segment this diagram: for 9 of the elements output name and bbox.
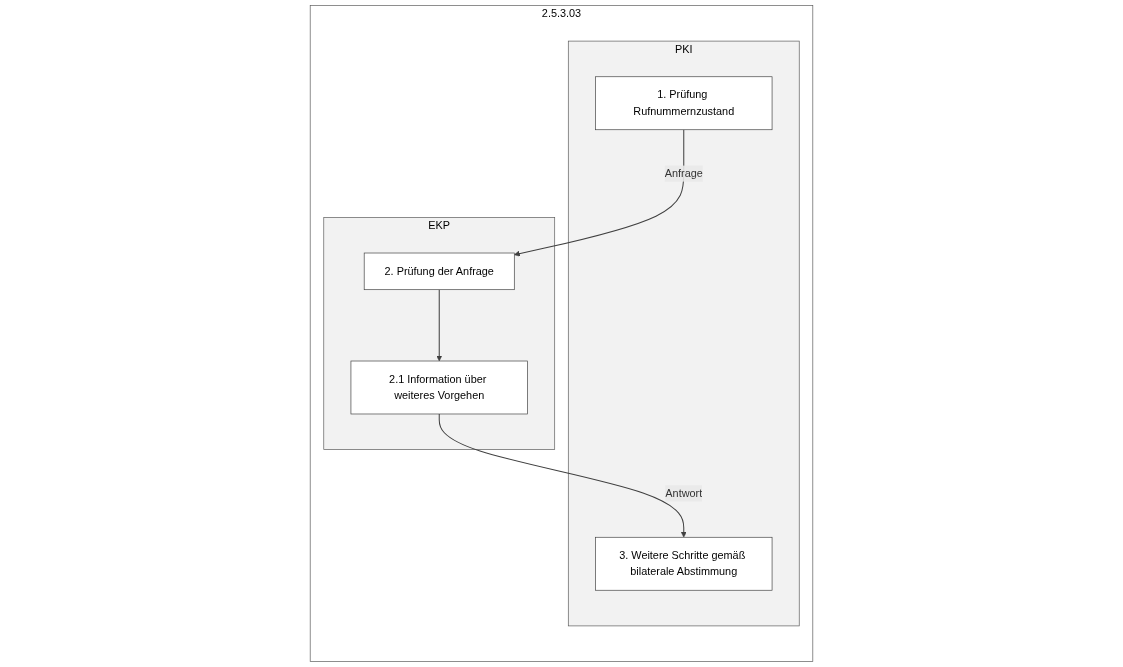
node-box: 2. Prüfung der Anfrage bbox=[363, 252, 515, 291]
edge-label: Anfrage bbox=[664, 167, 703, 179]
node-box: 3. Weitere Schritte gemäß bilaterale Abstimmung bbox=[595, 536, 773, 591]
node-box: 1. Prüfung Rufnummernzustand bbox=[595, 76, 773, 131]
arrow bbox=[438, 413, 687, 538]
arrow bbox=[514, 129, 685, 257]
edge-label: Antwort bbox=[665, 487, 703, 499]
arrow bbox=[436, 289, 443, 362]
node-box: 2.1 Information über weiteres Vorgehen bbox=[350, 360, 528, 415]
